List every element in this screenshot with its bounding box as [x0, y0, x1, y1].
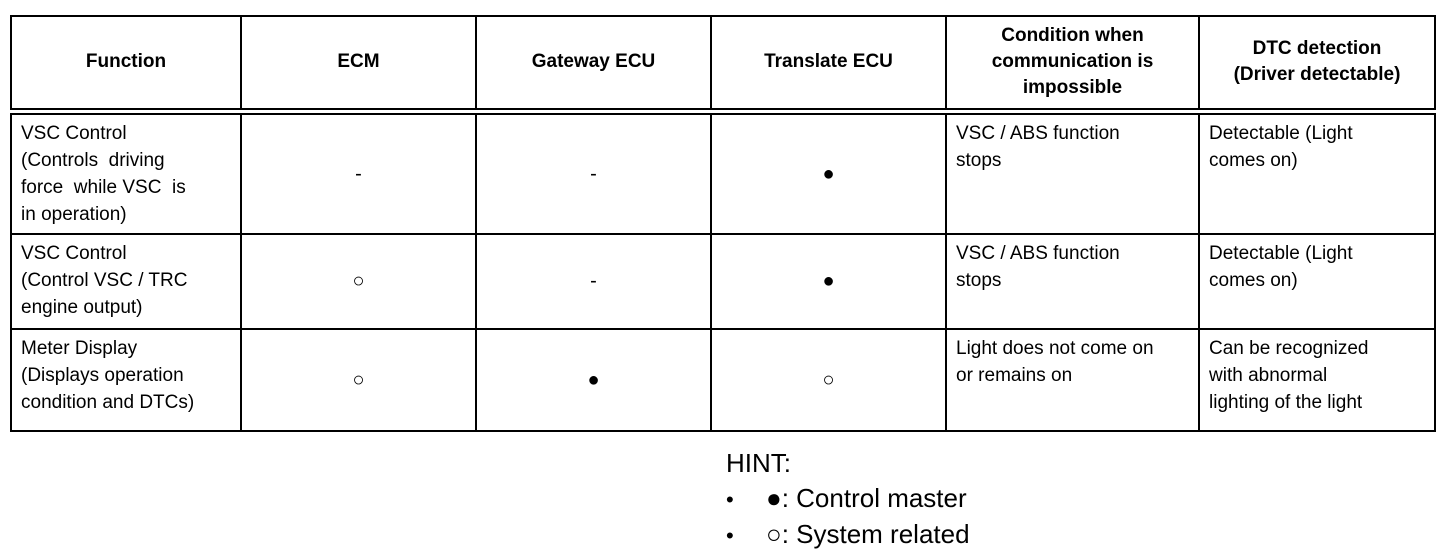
hint-item-text: ●: Control master: [766, 483, 967, 513]
cell-gateway-symbol: -: [475, 232, 712, 330]
table-row: Meter Display (Displays operation condit…: [10, 327, 1436, 432]
cell-dtc-detection: Detectable (Light comes on): [1198, 232, 1436, 330]
hint-item-text: ○: System related: [766, 519, 970, 549]
cell-dtc-detection: Can be recognized with abnormal lighting…: [1198, 327, 1436, 432]
column-header-gateway-ecu: Gateway ECU: [475, 15, 712, 115]
table-header-row: Function ECM Gateway ECU Translate ECU C…: [10, 15, 1436, 115]
column-header-translate-ecu: Translate ECU: [710, 15, 947, 115]
cell-translate-symbol: ○: [710, 327, 947, 432]
cell-gateway-symbol: ●: [475, 327, 712, 432]
column-header-dtc-detection: DTC detection (Driver detectable): [1198, 15, 1436, 115]
cell-condition: VSC / ABS function stops: [945, 110, 1200, 235]
cell-function: VSC Control (Control VSC / TRC engine ou…: [10, 232, 242, 330]
cell-condition: Light does not come on or remains on: [945, 327, 1200, 432]
cell-condition: VSC / ABS function stops: [945, 232, 1200, 330]
hint-item-system-related: • ○: System related: [726, 517, 970, 553]
cell-dtc-detection: Detectable (Light comes on): [1198, 110, 1436, 235]
table-row: VSC Control (Controls driving force whil…: [10, 110, 1436, 235]
cell-function: VSC Control (Controls driving force whil…: [10, 110, 242, 235]
cell-translate-symbol: ●: [710, 232, 947, 330]
cell-ecm-symbol: ○: [240, 232, 477, 330]
hint-section: HINT: • ●: Control master • ○: System rela…: [726, 446, 970, 553]
table-row: VSC Control (Control VSC / TRC engine ou…: [10, 232, 1436, 330]
bullet-icon: •: [726, 487, 734, 512]
column-header-function: Function: [10, 15, 242, 115]
hint-title: HINT:: [726, 448, 791, 478]
cell-ecm-symbol: -: [240, 110, 477, 235]
hint-item-control-master: • ●: Control master: [726, 481, 970, 517]
cell-gateway-symbol: -: [475, 110, 712, 235]
ecu-function-table: Function ECM Gateway ECU Translate ECU C…: [10, 15, 1436, 432]
column-header-condition: Condition when communication is impossib…: [945, 15, 1200, 115]
cell-function: Meter Display (Displays operation condit…: [10, 327, 242, 432]
cell-ecm-symbol: ○: [240, 327, 477, 432]
bullet-icon: •: [726, 523, 734, 548]
column-header-ecm: ECM: [240, 15, 477, 115]
cell-translate-symbol: ●: [710, 110, 947, 235]
